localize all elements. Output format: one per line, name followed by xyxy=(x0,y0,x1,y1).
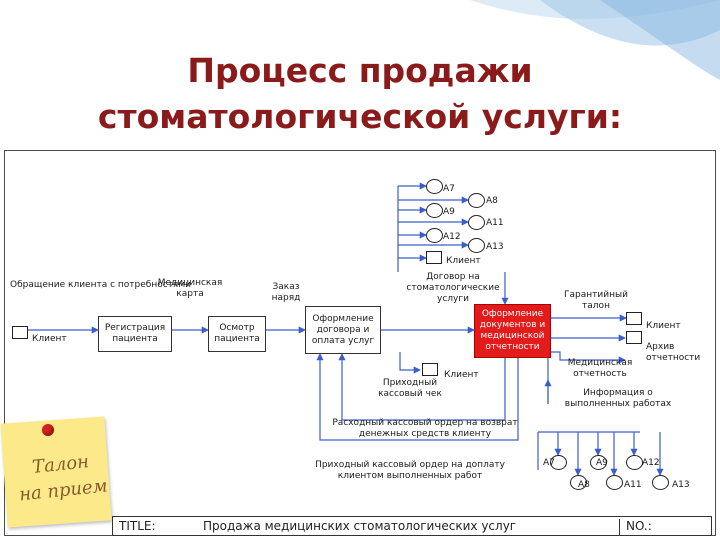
warranty-output-icon xyxy=(626,312,642,325)
mech-top-a11: A11 xyxy=(486,218,504,228)
label-expense-order: Расходный кассовый ордер на возврат дене… xyxy=(332,418,518,439)
page-title: Процесс продажи стоматологической услуги… xyxy=(60,48,660,140)
box-examination: Осмотр пациента xyxy=(208,316,266,352)
mechanism-bottom-a13-icon xyxy=(652,475,669,490)
label-client-top: Клиент xyxy=(446,256,481,266)
box-documents: Оформление документов и медицинской отче… xyxy=(474,304,551,358)
label-request: Обращение клиента с потребностями xyxy=(10,280,191,291)
background-swoosh xyxy=(470,0,720,80)
client-mid-icon xyxy=(422,363,438,376)
label-med-card: Медицинская карта xyxy=(157,278,223,299)
label-receipt: Приходный кассовый чек xyxy=(378,378,442,399)
label-order: Заказ наряд xyxy=(271,282,301,303)
mechanism-a9-icon xyxy=(426,203,443,218)
mech-bottom-a8: A8 xyxy=(578,480,590,490)
mech-bottom-a7: A7 xyxy=(543,458,555,468)
label-client-left: Клиент xyxy=(32,334,67,344)
label-client-mid: Клиент xyxy=(444,370,479,380)
label-contract-doc: Договор на стоматологические услуги xyxy=(406,272,500,304)
mechanism-bottom-a8-icon xyxy=(570,475,587,490)
label-work-info: Информация о выполненных работах xyxy=(564,388,672,409)
sticky-note-text: Талон на прием xyxy=(10,447,115,509)
mech-top-a8: A8 xyxy=(486,196,498,206)
sticky-line-1: Талон xyxy=(31,451,90,478)
box-registration: Регистрация пациента xyxy=(98,316,172,352)
label-income-order: Приходный кассовый ордер на доплату клие… xyxy=(315,460,505,481)
mech-bottom-a12: A12 xyxy=(642,458,660,468)
diagram-title-bar: TITLE: Продажа медицинских стоматологиче… xyxy=(112,516,712,536)
label-med-report: Медицинская отчетность xyxy=(567,358,633,379)
mechanism-bottom-a12-icon xyxy=(626,455,643,470)
mechanism-a12-icon xyxy=(426,228,443,243)
mech-top-a9: A9 xyxy=(443,207,455,217)
mechanism-a7-icon xyxy=(426,179,443,194)
title-line-1: Процесс продажи xyxy=(187,51,533,90)
mech-bottom-a9: A9 xyxy=(596,458,608,468)
number-label: NO.: xyxy=(619,519,652,535)
title-line-2: стоматологической услуги: xyxy=(97,97,623,136)
mechanism-bottom-a9-icon xyxy=(590,455,607,470)
client-top-icon xyxy=(426,251,442,264)
mech-top-a13: A13 xyxy=(486,242,504,252)
mechanism-bottom-a7-icon xyxy=(550,455,567,470)
mechanism-a11-icon xyxy=(468,215,485,230)
client-right-icon xyxy=(626,331,642,344)
mechanism-bottom-a11-icon xyxy=(606,475,623,490)
mech-top-a7: A7 xyxy=(443,184,455,194)
label-archive: Архив отчетности xyxy=(646,342,701,363)
title-bar-value: Продажа медицинских стоматологических ус… xyxy=(203,519,517,533)
label-warranty: Гарантийный талон xyxy=(564,290,628,311)
mech-bottom-a13: A13 xyxy=(672,480,690,490)
mech-bottom-a11: A11 xyxy=(624,480,642,490)
pushpin-icon xyxy=(42,424,54,436)
mechanism-a13-icon xyxy=(468,238,485,253)
box-contract: Оформление договора и оплата услуг xyxy=(305,306,381,354)
title-bar-label: TITLE: xyxy=(119,519,156,533)
mechanism-a8-icon xyxy=(468,193,485,208)
label-client-right: Клиент xyxy=(646,321,681,331)
mech-top-a12: A12 xyxy=(443,232,461,242)
client-left-icon xyxy=(12,326,28,339)
